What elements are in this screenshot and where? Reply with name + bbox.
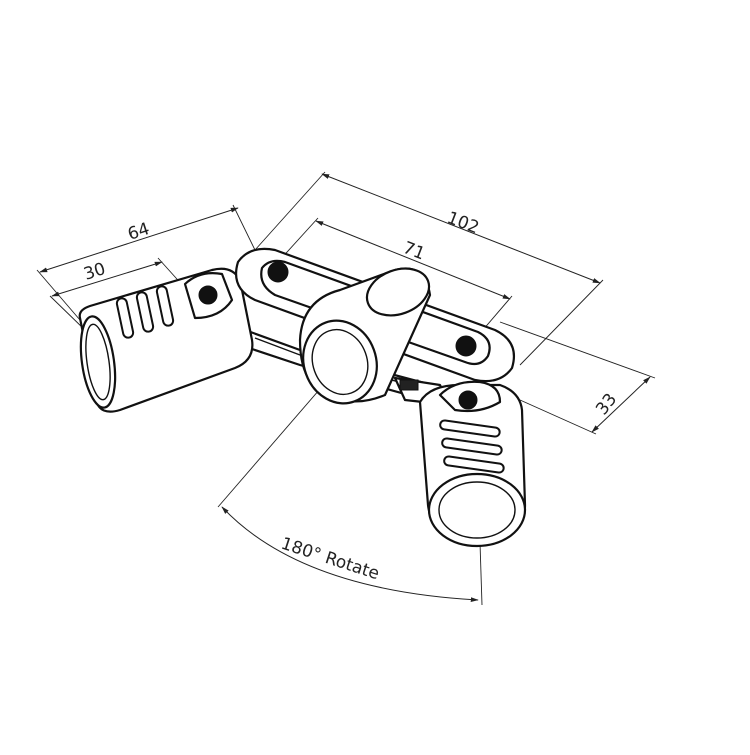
- left-pipe-clamp: [78, 267, 254, 413]
- upper-bolt-icon: [267, 261, 289, 283]
- dimension-102-label: 102: [444, 208, 481, 238]
- right-pipe-clamp: [418, 380, 527, 548]
- dimension-64-label: 64: [125, 219, 152, 245]
- dimension-33-label: 33: [592, 390, 621, 419]
- dimension-30-label: 30: [81, 259, 108, 285]
- center-sleeve: [298, 267, 432, 405]
- left-bolt-icon: [198, 285, 218, 305]
- right-bolt-icon: [455, 335, 477, 357]
- lower-bolt-icon: [458, 390, 478, 410]
- dimension-71-label: 71: [400, 238, 427, 264]
